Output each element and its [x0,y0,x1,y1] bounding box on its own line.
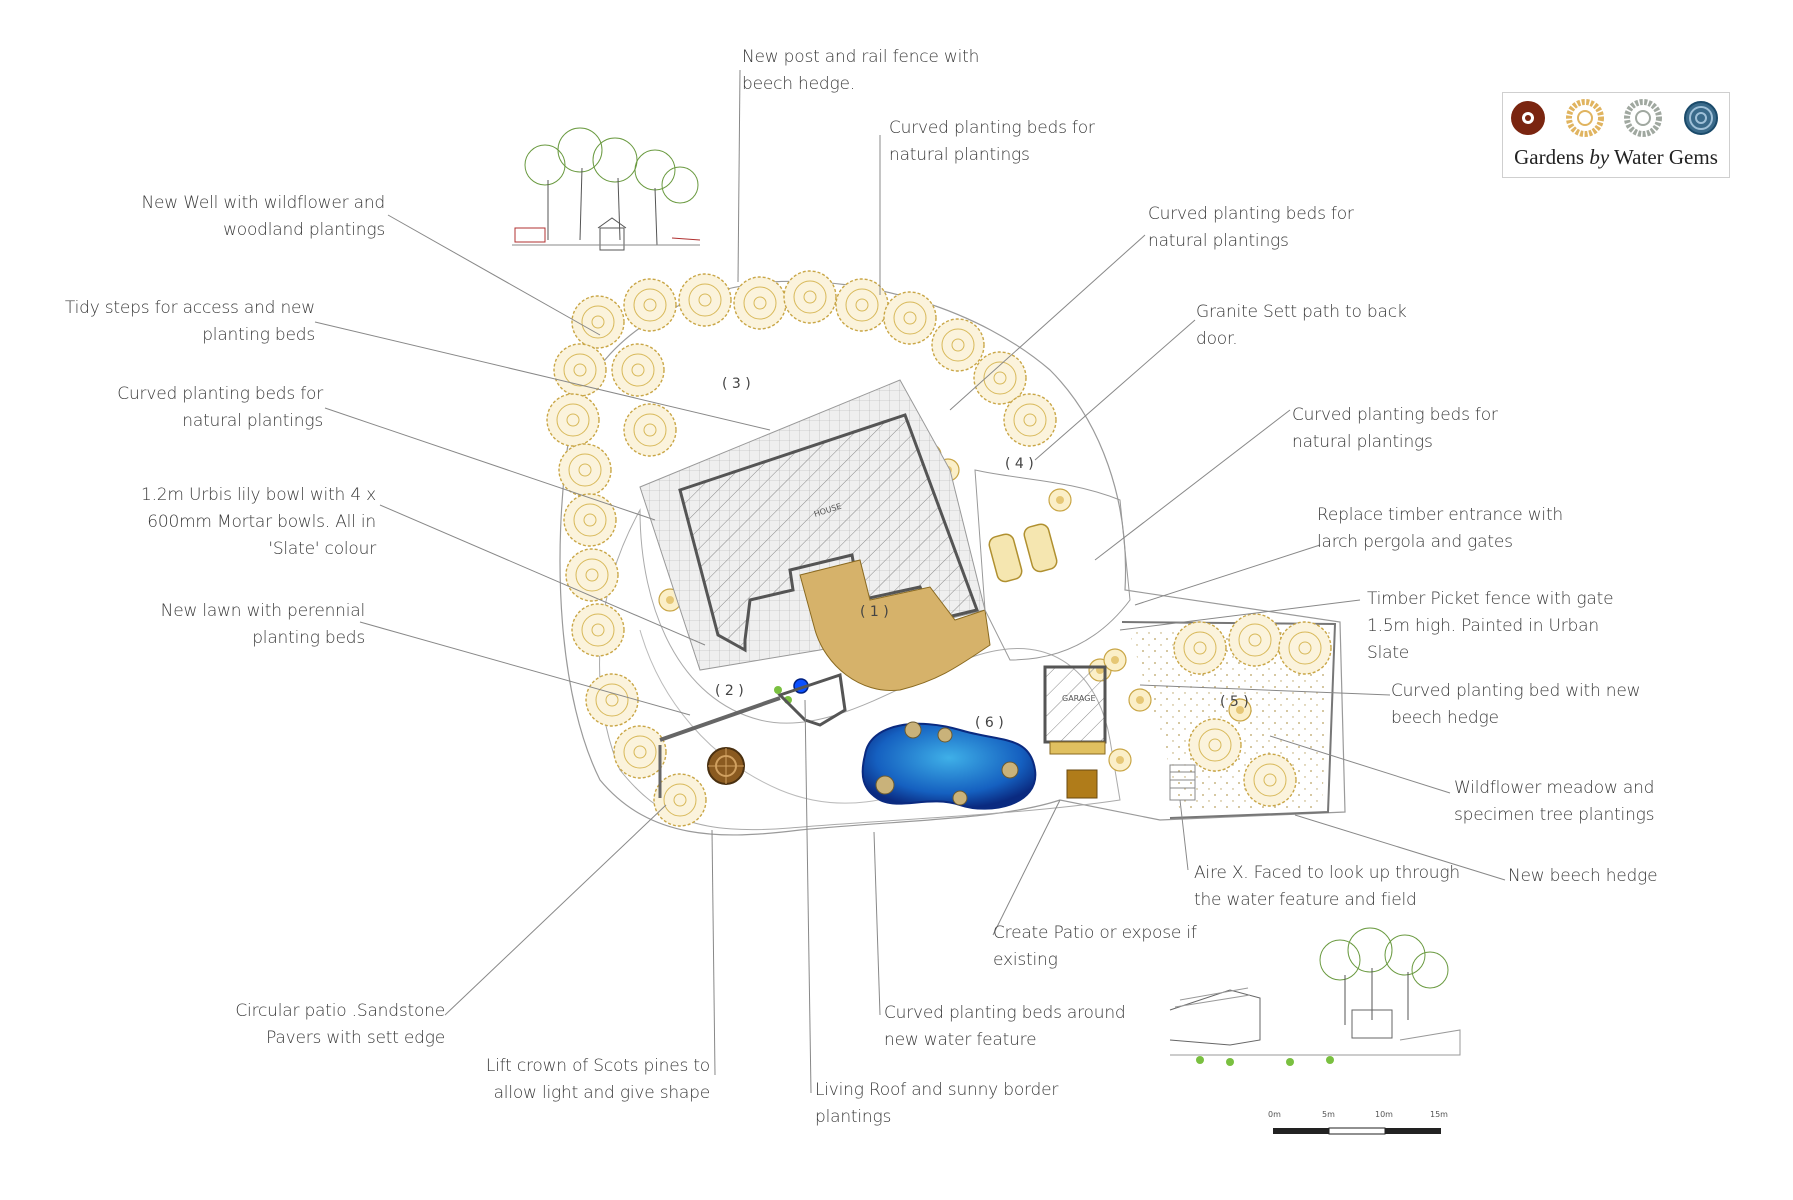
logo-grey-ring-icon [1624,99,1662,137]
annotation-patio: Create Patio or expose if existing [993,923,1197,970]
small-patio [1066,769,1098,799]
leader-lines [314,69,1506,1094]
terrace: ( 1 ) [799,559,991,692]
scale-tick: 15m [1430,1110,1448,1119]
scale-tick: 0m [1268,1110,1281,1119]
annotation-living-roof: Living Roof and sunny border plantings [815,1080,1059,1127]
area-label-1: ( 1 ) [860,604,889,620]
annotation-lily-bowl: 1.2m Urbis lily bowl with 4 x 600mm Mort… [140,485,376,559]
logo-blue-ring-icon [1684,101,1718,135]
circular-patio [707,747,745,785]
logo-sunflower-icon [1511,101,1545,135]
scale-bar: 0m 5m 10m 15m [1268,1110,1448,1135]
annotation-beds-left: Curved planting beds for natural plantin… [117,384,323,431]
water-feature [861,721,1037,810]
annotation-circular-patio: Circular patio .Sandstone Pavers with se… [235,1001,445,1048]
logo-word-rest: Water Gems [1609,145,1718,169]
annotation-beech-bed: Curved planting bed with new beech hedge [1391,681,1641,728]
annotation-water-beds: Curved planting beds around new water fe… [884,1003,1126,1050]
garage-label: GARAGE [1062,694,1096,703]
annotation-scots-pines: Lift crown of Scots pines to allow light… [485,1056,710,1103]
section-sketch [1169,927,1461,1066]
annotation-tidy-steps: Tidy steps for access and new planting b… [64,298,315,345]
scale-tick: 5m [1322,1110,1335,1119]
area-label-2: ( 2 ) [715,683,744,699]
annotation-pergola: Replace timber entrance with larch pergo… [1317,505,1563,552]
logo-wordmark: Gardens by Water Gems [1503,145,1729,170]
annotation-new-lawn: New lawn with perennial planting beds [160,601,366,648]
garage-footprint: GARAGE [1043,665,1107,755]
area-label-3: ( 3 ) [722,376,751,392]
annotation-fence: New post and rail fence with beech hedge… [742,47,980,94]
annotation-new-well: New Well with wildflower and woodland pl… [141,193,386,240]
logo-gold-ring-icon [1566,99,1604,137]
scale-tick: 10m [1375,1110,1393,1119]
annotation-beds-right-2: Curved planting beds for natural plantin… [1292,405,1498,452]
area-label-4: ( 4 ) [1005,456,1034,472]
logo-word-main: Gardens [1514,145,1590,169]
area-label-6: ( 6 ) [975,715,1004,731]
annotation-picket-fence: Timber Picket fence with gate 1.5m high.… [1367,589,1614,663]
driveway [974,469,1131,661]
area-label-5: ( 5 ) [1220,694,1249,710]
logo-gardens-by-water-gems: Gardens by Water Gems [1502,92,1730,178]
house-footprint: HOUSE [678,413,979,653]
well-sketch [512,127,701,251]
annotation-beds-top: Curved planting beds for natural plantin… [889,118,1095,165]
annotation-wildflower-meadow: Wildflower meadow and specimen tree plan… [1454,778,1655,825]
annotation-aire: Aire X. Faced to look up through the wat… [1194,863,1460,910]
annotation-granite-path: Granite Sett path to back door. [1196,302,1407,349]
logo-word-by: by [1589,145,1610,169]
annotation-beech-hedge: New beech hedge [1508,866,1658,886]
annotation-beds-right-1: Curved planting beds for natural plantin… [1148,204,1354,251]
logo-emblems [1511,99,1718,137]
